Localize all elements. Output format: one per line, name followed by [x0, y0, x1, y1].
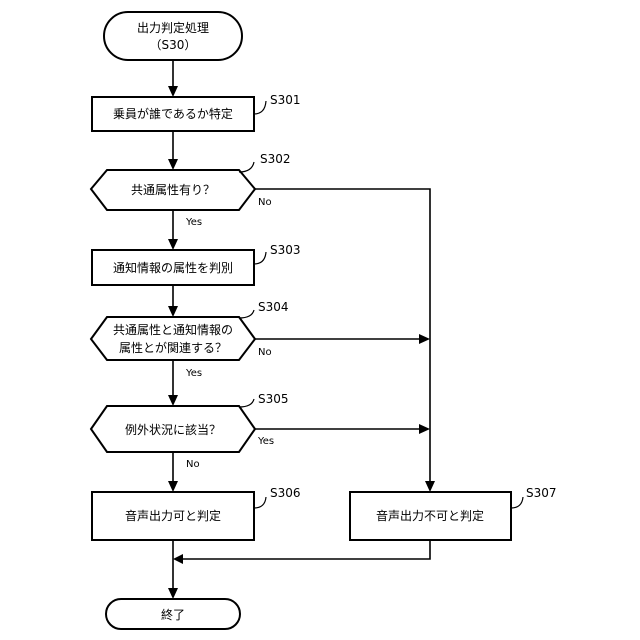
arrowhead [419, 334, 430, 344]
step-leader-s303 [254, 252, 266, 264]
arrowhead [168, 306, 178, 317]
arrowhead [419, 424, 430, 434]
process-s301: 乗員が誰であるか特定 S301 [92, 93, 301, 131]
process-s307-label: 音声出力不可と判定 [376, 508, 484, 523]
branch-label-s305-yes: Yes [257, 436, 274, 447]
step-leader-s305 [239, 399, 254, 407]
arrowhead [168, 588, 178, 599]
step-leader-s306 [254, 497, 266, 508]
end-terminal: 終了 [106, 599, 240, 629]
start-terminal-line1: 出力判定処理 [137, 20, 209, 35]
branch-label-s304-yes: Yes [185, 368, 202, 379]
arrowhead [168, 481, 178, 492]
arrowhead [168, 159, 178, 170]
process-s306: 音声出力可と判定 S306 [92, 486, 301, 540]
connector-s302-no-rail [255, 189, 430, 482]
step-leader-s304 [239, 310, 254, 318]
step-label-s302: S302 [260, 152, 291, 166]
decision-s305: 例外状況に該当？ S305 Yes No [91, 392, 289, 470]
decision-s302: 共通属性有り？ S302 No Yes [91, 152, 291, 228]
branch-label-s304-no: No [258, 347, 272, 358]
arrowhead [168, 86, 178, 97]
step-label-s307: S307 [526, 486, 557, 500]
arrowhead [168, 395, 178, 406]
decision-s305-label: 例外状況に該当？ [125, 422, 221, 437]
process-s307: 音声出力不可と判定 S307 [350, 486, 557, 540]
process-s301-label: 乗員が誰であるか特定 [113, 106, 233, 121]
step-leader-s307 [511, 497, 523, 508]
branch-label-s302-no: No [258, 197, 272, 208]
process-s306-label: 音声出力可と判定 [125, 508, 221, 523]
start-terminal-line2: （S30） [150, 38, 197, 52]
step-leader-s302 [239, 162, 254, 172]
arrowhead [168, 239, 178, 250]
step-label-s306: S306 [270, 486, 301, 500]
step-leader-s301 [254, 101, 266, 114]
start-terminal: 出力判定処理 （S30） [104, 12, 242, 60]
arrowhead [425, 481, 435, 492]
branch-label-s302-yes: Yes [185, 217, 202, 228]
process-s303-label: 通知情報の属性を判別 [113, 261, 233, 275]
step-label-s303: S303 [270, 243, 301, 257]
step-label-s304: S304 [258, 300, 289, 314]
decision-s304-line2: 属性とが関連する？ [119, 340, 227, 355]
arrowhead [173, 554, 183, 564]
decision-s302-label: 共通属性有り？ [131, 183, 215, 197]
process-s303: 通知情報の属性を判別 S303 [92, 243, 301, 285]
decision-s304-line1: 共通属性と通知情報の [113, 323, 233, 337]
end-terminal-label: 終了 [161, 607, 185, 622]
connector-s307-merge [181, 540, 430, 559]
branch-label-s305-no: No [186, 459, 200, 470]
step-label-s305: S305 [258, 392, 289, 406]
step-label-s301: S301 [270, 93, 301, 107]
